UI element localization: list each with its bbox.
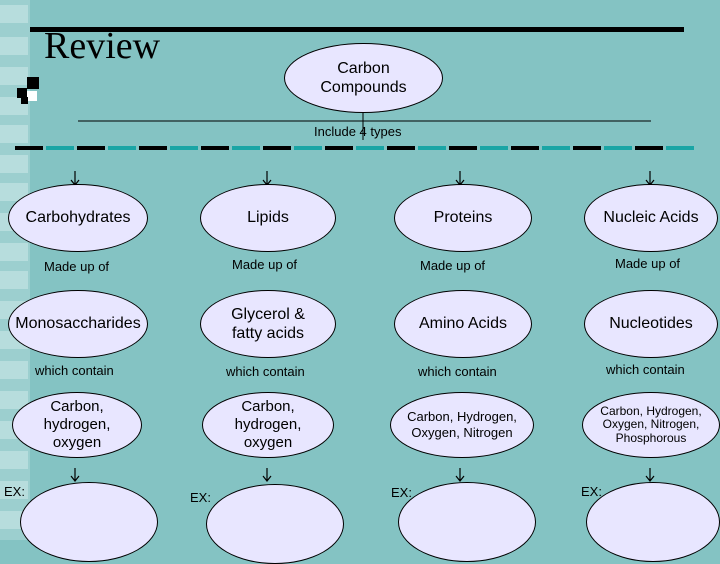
- connector-label: Include 4 types: [314, 124, 402, 139]
- elements-label: Carbon, Hydrogen, Oxygen, Nitrogen, Phos…: [600, 404, 702, 445]
- monomer-node-carbohydrates: Monosaccharides: [8, 290, 148, 358]
- example-node-proteins: [398, 482, 536, 562]
- category-label: Carbohydrates: [25, 209, 131, 227]
- made-up-of-label: Made up of: [615, 256, 681, 271]
- category-node-carbohydrates: Carbohydrates: [8, 184, 148, 252]
- monomer-label: Monosaccharides: [15, 315, 141, 333]
- category-label: Proteins: [433, 209, 493, 227]
- example-label: EX:: [391, 485, 412, 500]
- monomer-node-lipids: Glycerol & fatty acids: [200, 290, 336, 358]
- example-label: EX:: [190, 490, 211, 505]
- title-rule: [30, 27, 684, 32]
- monomer-label: Amino Acids: [418, 315, 508, 333]
- example-node-carbohydrates: [20, 482, 158, 562]
- monomer-label: Nucleotides: [609, 315, 693, 333]
- made-up-of-label: Made up of: [420, 258, 486, 273]
- slide-title: Review: [44, 25, 161, 67]
- root-label: Carbon Compounds: [320, 59, 407, 96]
- which-contain-label: which contain: [606, 362, 685, 377]
- dashed-divider: [15, 146, 705, 150]
- category-label: Nucleic Acids: [603, 209, 699, 227]
- elements-label: Carbon, hydrogen, oxygen: [234, 398, 302, 451]
- example-label: EX:: [4, 484, 25, 499]
- elements-node-nucleic-acids: Carbon, Hydrogen, Oxygen, Nitrogen, Phos…: [582, 392, 720, 458]
- category-label: Lipids: [247, 209, 289, 227]
- root-node: Carbon Compounds: [284, 43, 443, 113]
- made-up-of-label: Made up of: [232, 257, 298, 272]
- monomer-node-proteins: Amino Acids: [394, 290, 532, 358]
- which-contain-label: which contain: [226, 364, 305, 379]
- checker-decoration: [17, 77, 41, 105]
- example-label: EX:: [581, 484, 602, 499]
- elements-node-carbohydrates: Carbon, hydrogen, oxygen: [12, 392, 142, 458]
- example-node-lipids: [206, 484, 344, 564]
- made-up-of-label: Made up of: [44, 259, 110, 274]
- category-node-proteins: Proteins: [394, 184, 532, 252]
- category-node-nucleic-acids: Nucleic Acids: [584, 184, 718, 252]
- monomer-label: Glycerol & fatty acids: [231, 305, 305, 342]
- monomer-node-nucleic-acids: Nucleotides: [584, 290, 718, 358]
- which-contain-label: which contain: [35, 363, 114, 378]
- example-node-nucleic-acids: [586, 482, 720, 562]
- elements-node-proteins: Carbon, Hydrogen, Oxygen, Nitrogen: [390, 392, 534, 458]
- elements-label: Carbon, hydrogen, oxygen: [43, 398, 111, 451]
- category-node-lipids: Lipids: [200, 184, 336, 252]
- connector-lines: [70, 110, 655, 482]
- elements-node-lipids: Carbon, hydrogen, oxygen: [202, 392, 334, 458]
- which-contain-label: which contain: [418, 364, 497, 379]
- elements-label: Carbon, Hydrogen, Oxygen, Nitrogen: [407, 409, 517, 440]
